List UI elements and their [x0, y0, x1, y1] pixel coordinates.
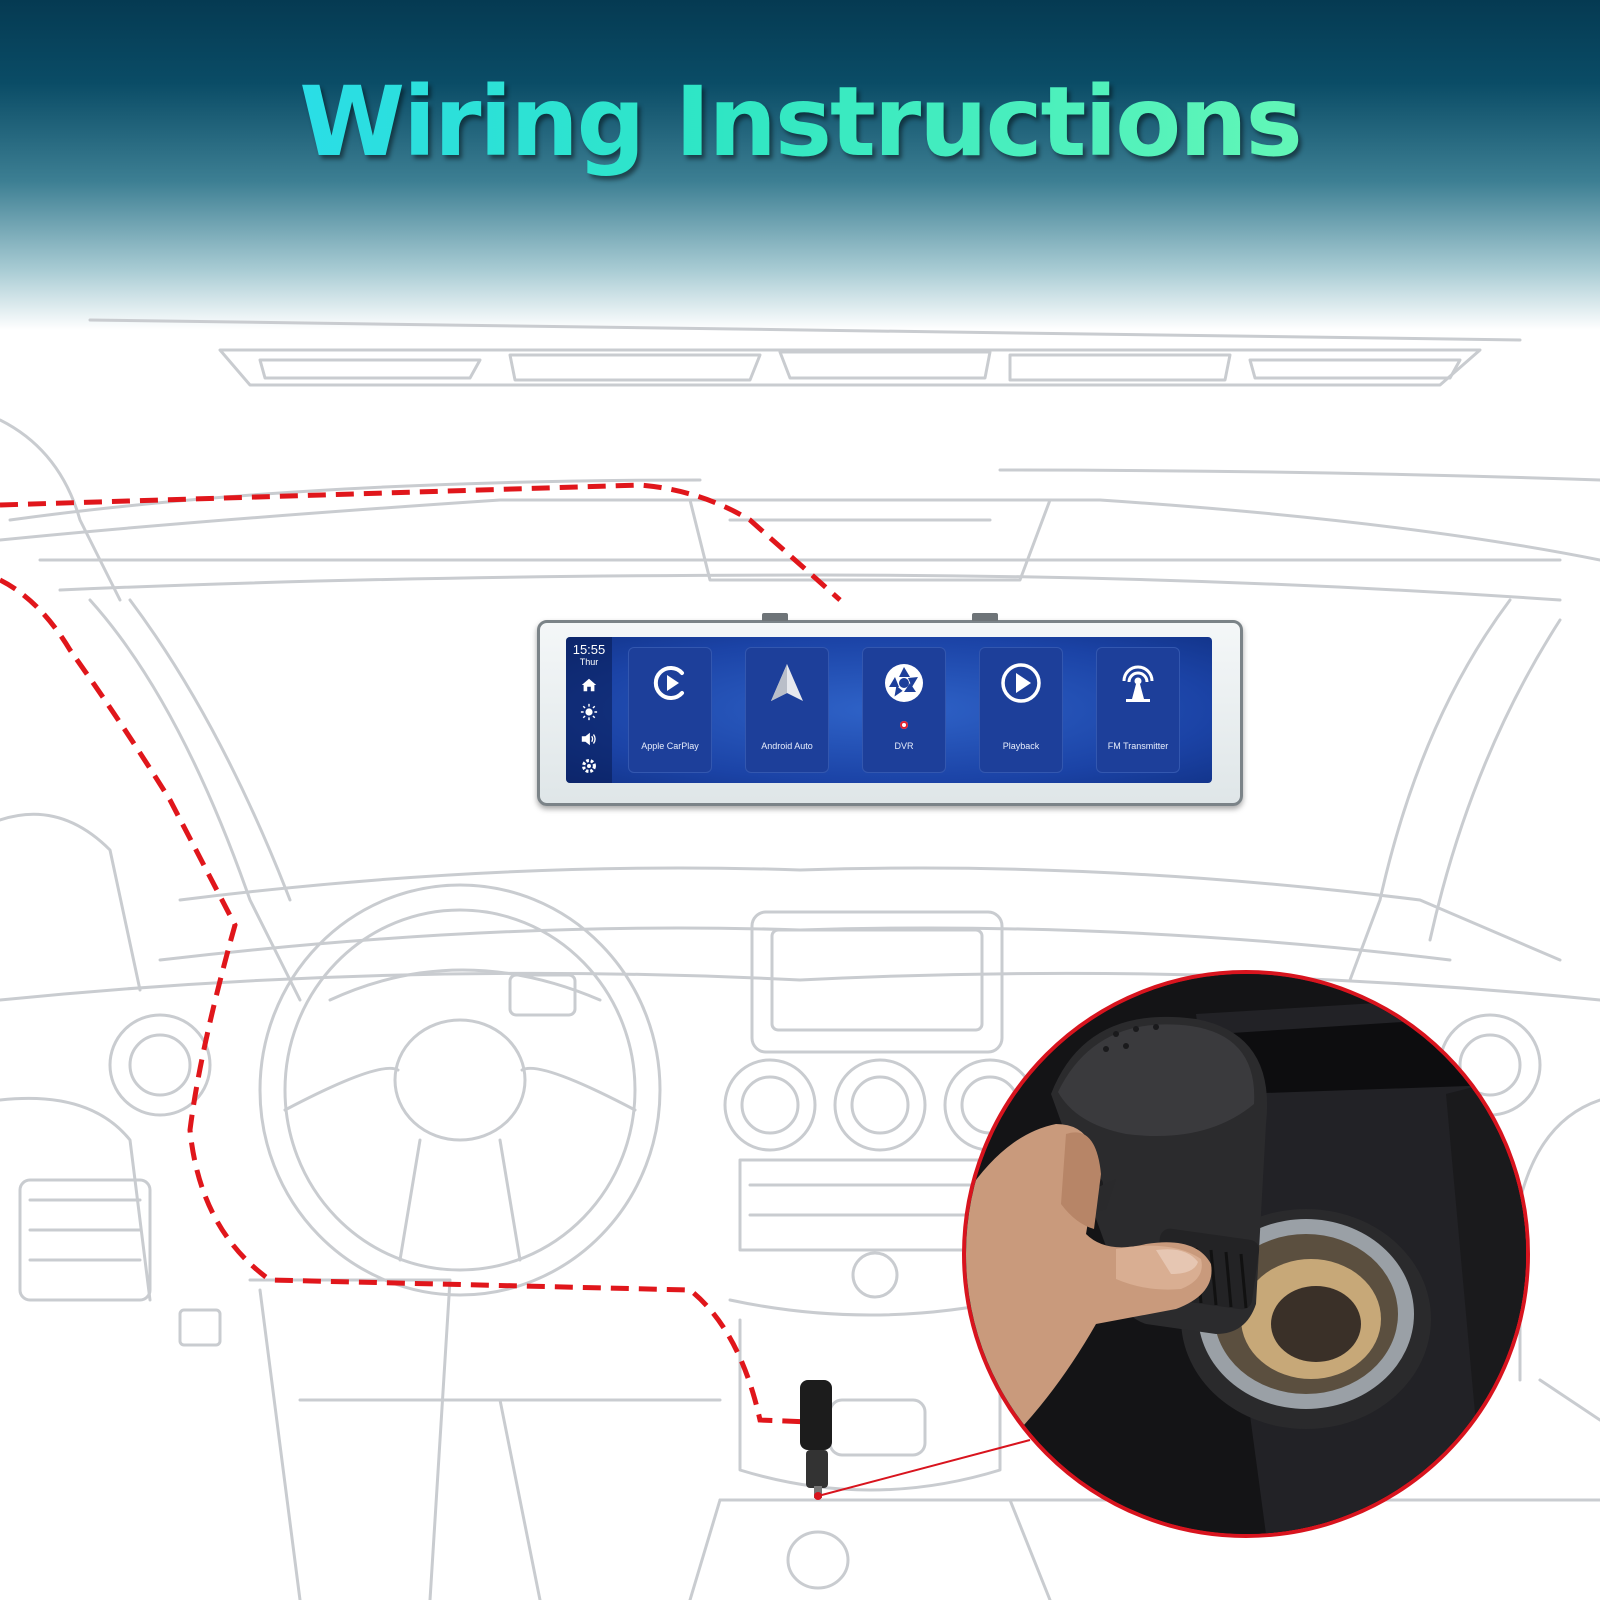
- app-label: Android Auto: [761, 741, 813, 751]
- header-banner: Wiring Instructions: [0, 0, 1600, 330]
- home-icon[interactable]: [580, 676, 598, 694]
- car-charger-plug: [800, 1380, 832, 1498]
- screen-sidebar: 15:55 Thur: [566, 637, 612, 783]
- app-tile-dvr[interactable]: DVR: [862, 647, 946, 773]
- camera-shutter-icon: [885, 664, 923, 702]
- app-label: DVR: [894, 741, 914, 751]
- carplay-icon: [653, 666, 684, 700]
- wire-route-path: [0, 482, 842, 1425]
- app-label: FM Transmitter: [1107, 741, 1169, 751]
- car-interior-illustration: [0, 300, 1600, 1600]
- app-tile-apple-carplay[interactable]: Apple CarPlay: [628, 647, 712, 773]
- page-title: Wiring Instructions: [0, 62, 1600, 182]
- settings-icon[interactable]: [580, 757, 598, 775]
- clock-day: Thur: [579, 657, 599, 667]
- play-icon: [1001, 663, 1041, 703]
- mount-bracket: [762, 613, 788, 621]
- zoom-pointer-line: [817, 1439, 1031, 1497]
- mount-bracket: [972, 613, 998, 621]
- app-tile-fm-transmitter[interactable]: FM Transmitter: [1096, 647, 1180, 773]
- car-outline-lines: [0, 318, 1600, 1600]
- mirror-screen[interactable]: 15:55 Thur Apple CarPlay: [566, 637, 1212, 783]
- brightness-icon[interactable]: [580, 703, 598, 721]
- clock-time: 15:55: [572, 642, 606, 657]
- fm-antenna-icon: [1122, 665, 1154, 702]
- volume-icon[interactable]: [580, 730, 598, 748]
- charger-socket-closeup: [962, 970, 1530, 1538]
- app-tile-android-auto[interactable]: Android Auto: [745, 647, 829, 773]
- app-label: Playback: [1002, 741, 1040, 751]
- mirror-dashcam-device: 15:55 Thur Apple CarPlay: [537, 613, 1243, 806]
- record-indicator: [900, 721, 908, 729]
- app-label: Apple CarPlay: [641, 741, 699, 751]
- app-tile-playback[interactable]: Playback: [979, 647, 1063, 773]
- android-auto-icon: [771, 664, 803, 701]
